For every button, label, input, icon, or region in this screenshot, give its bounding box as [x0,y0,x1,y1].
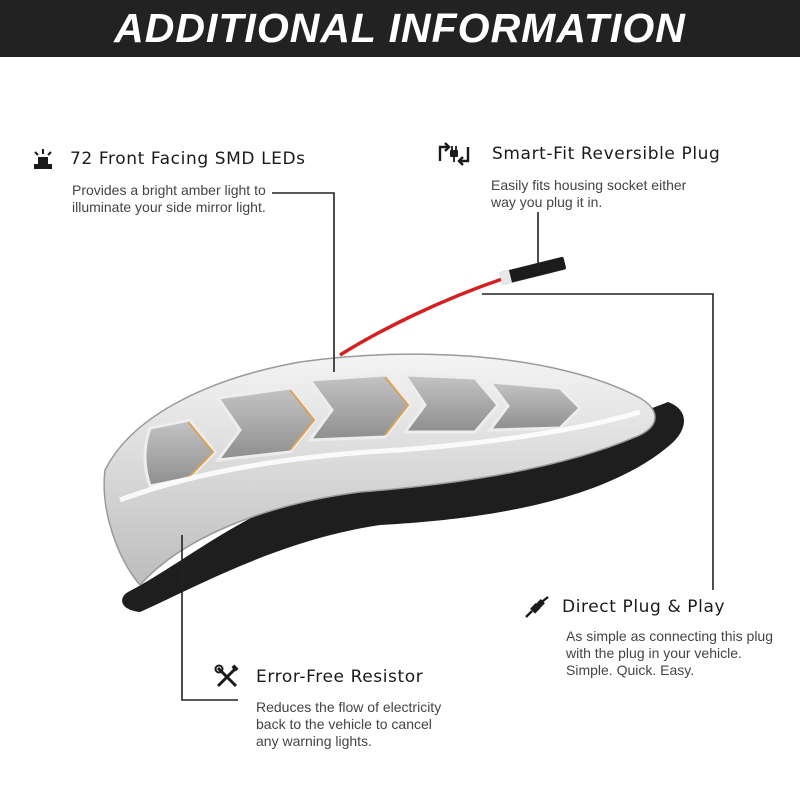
red-wire [339,276,506,357]
leader-line-plug-play [482,293,714,590]
feature-description: Provides a bright amber light to illumin… [72,182,266,215]
feature-reversible-plug: Smart-Fit Reversible Plug Easily fits ho… [434,141,720,211]
led-cell [214,386,317,462]
feature-title: Direct Plug & Play [562,597,726,617]
amber-accent [384,376,410,436]
led-light-icon [30,146,56,172]
amber-accent [187,421,215,479]
leader-line-resistor [181,535,238,701]
feature-description: Reduces the flow of electricity back to … [256,699,442,749]
feature-leds: 72 Front Facing SMD LEDs Provides a brig… [30,146,306,216]
feature-plug-play: Direct Plug & Play As simple as connecti… [524,594,773,679]
lens-highlight [119,409,641,503]
plug-play-icon [524,594,550,620]
feature-title: Smart-Fit Reversible Plug [492,144,721,164]
header-banner: ADDITIONAL INFORMATION [0,0,800,57]
amber-accent [289,389,316,451]
led-cell [306,373,412,442]
feature-resistor: Error-Free Resistor Reduces the flow of … [214,664,441,750]
leader-line-leds [272,192,335,372]
feature-title: 72 Front Facing SMD LEDs [70,149,306,169]
wire-connector [499,256,566,286]
page-title: ADDITIONAL INFORMATION [114,5,686,51]
feature-title: Error-Free Resistor [256,667,424,687]
feature-description: Easily fits housing socket either way yo… [491,177,687,210]
feature-description: As simple as connecting this plug with t… [566,628,773,678]
reversible-plug-icon [434,141,474,167]
leader-lines [181,192,714,701]
led-cell [402,373,500,434]
tools-icon [214,664,240,690]
